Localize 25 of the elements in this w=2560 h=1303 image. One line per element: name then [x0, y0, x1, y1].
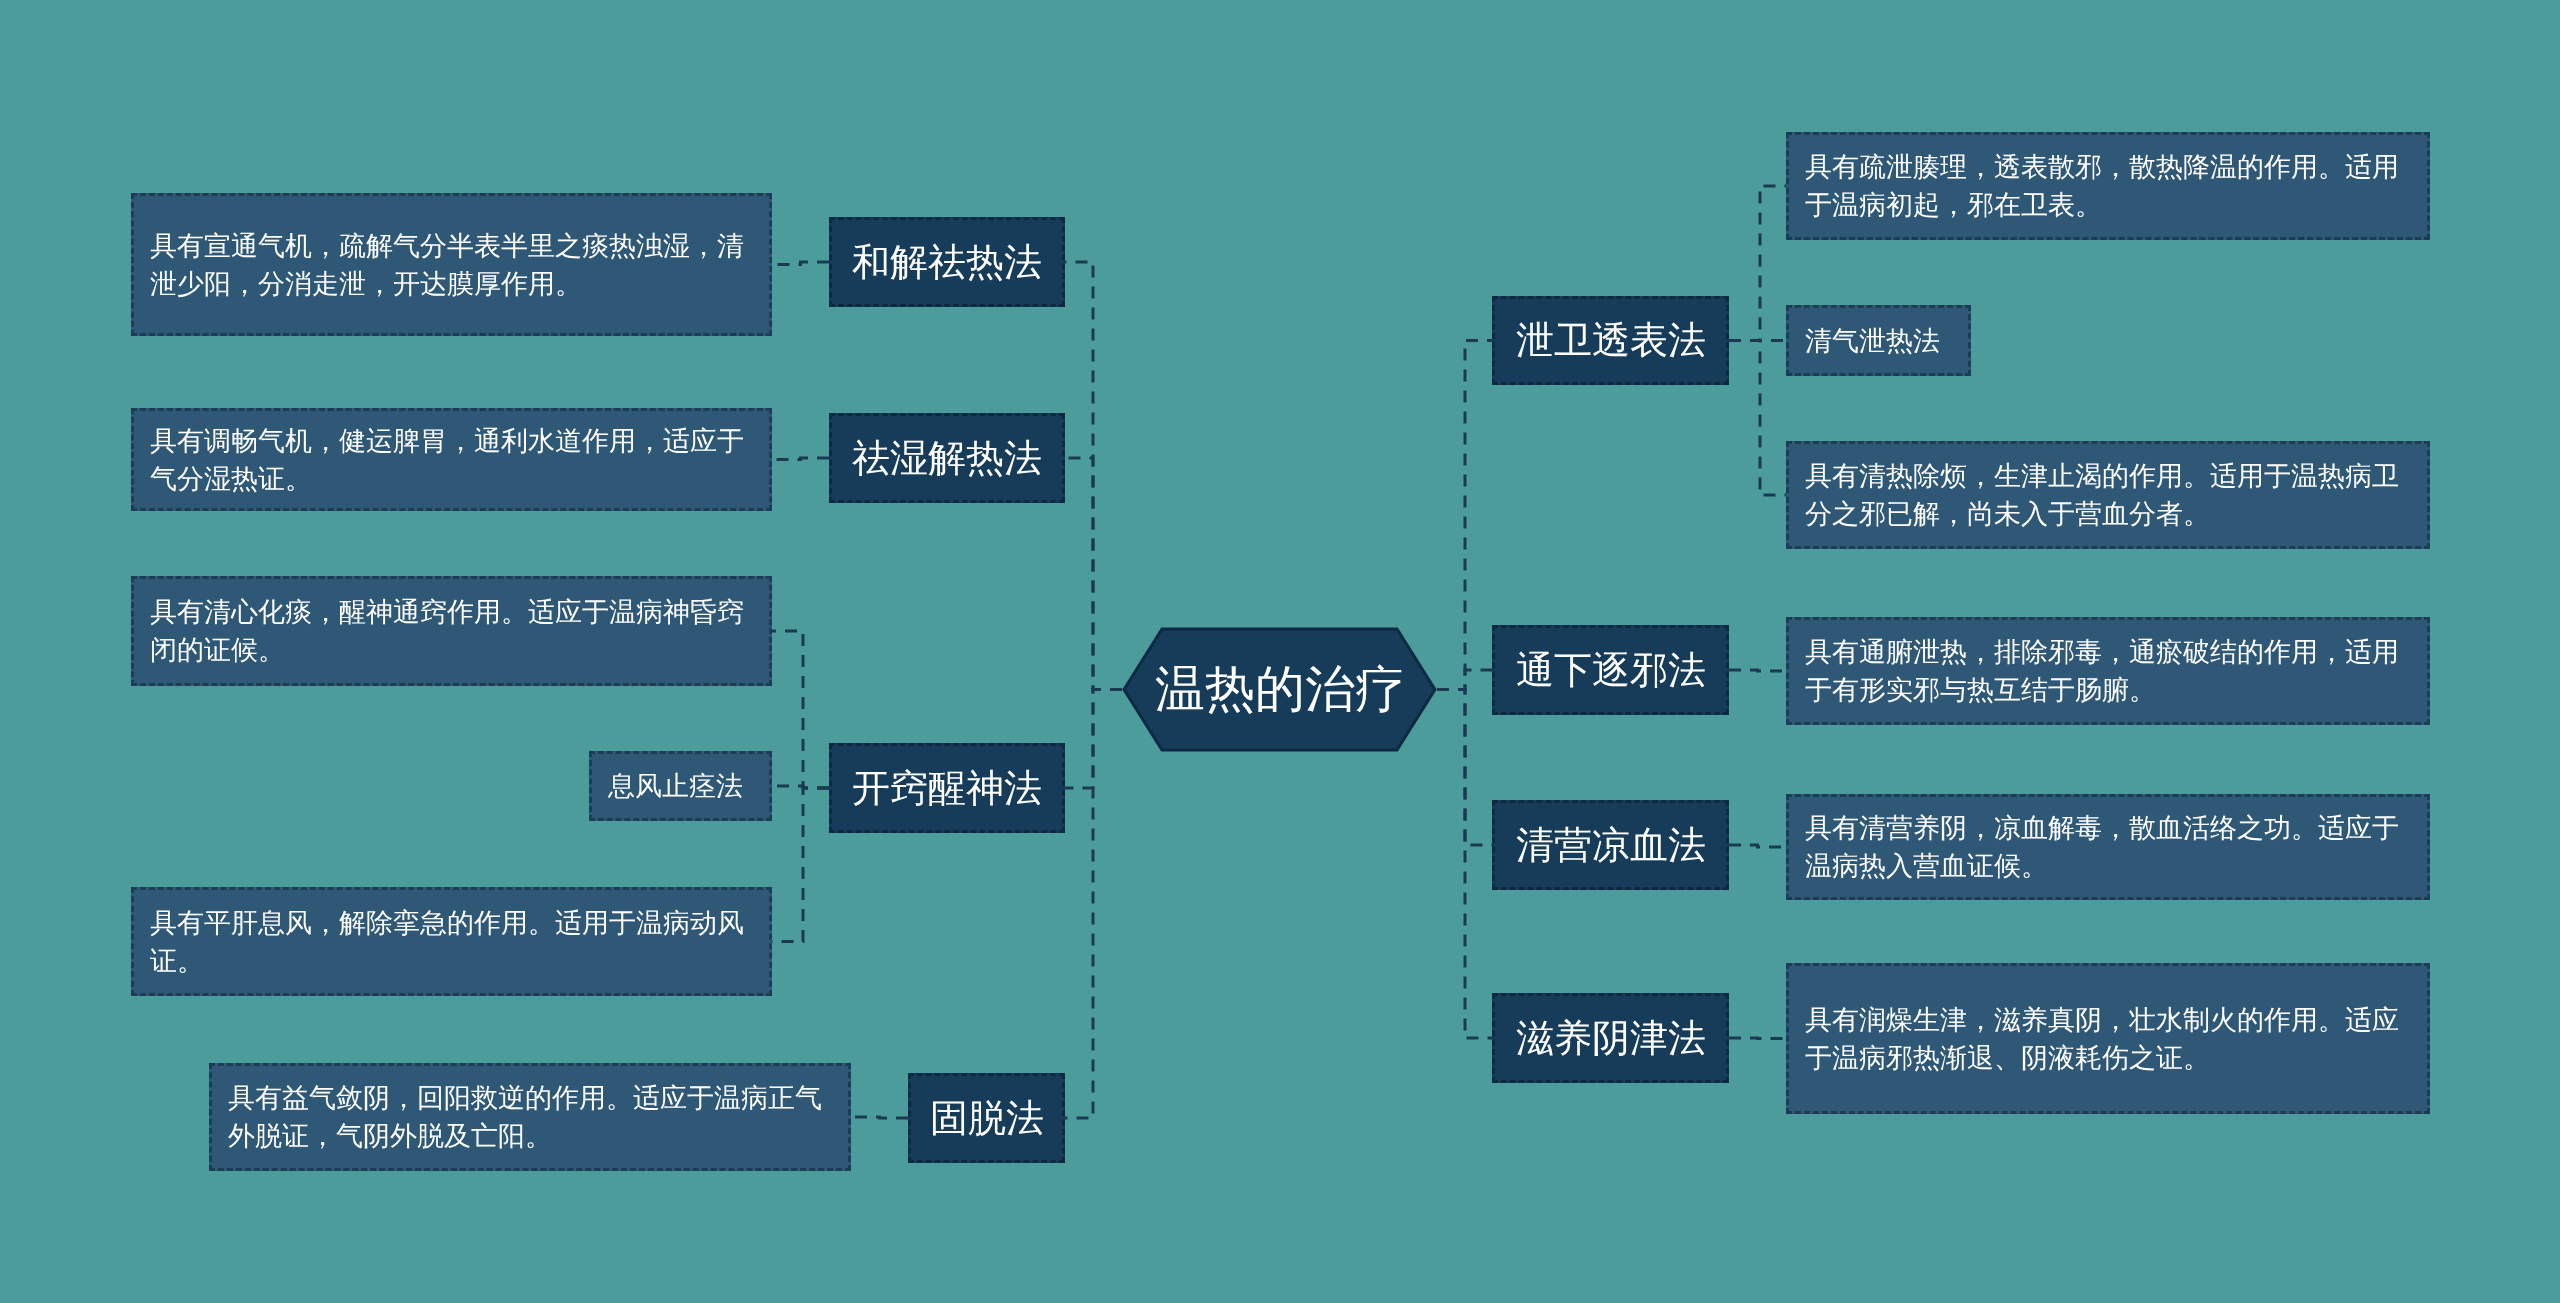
branch-box: 清营凉血法	[1492, 800, 1729, 890]
detail-box: 具有益气敛阴，回阳救逆的作用。适应于温病正气外脱证，气阴外脱及亡阳。	[209, 1063, 851, 1171]
connector-line	[1437, 688, 1492, 1040]
connector-line	[1065, 688, 1122, 1120]
central-topic: 温热的治疗	[1122, 627, 1437, 752]
branch-box: 开窍醒神法	[829, 743, 1065, 833]
branch-box: 滋养阴津法	[1492, 993, 1729, 1083]
detail-box: 清气泄热法	[1786, 305, 1971, 376]
detail-box: 具有清热除烦，生津止渴的作用。适用于温热病卫分之邪已解，尚未入于营血分者。	[1786, 441, 2430, 549]
detail-box: 具有清营养阴，凉血解毒，散血活络之功。适应于温病热入营血证候。	[1786, 794, 2430, 900]
branch-box: 通下逐邪法	[1492, 625, 1729, 715]
detail-box: 具有平肝息风，解除挛急的作用。适用于温病动风证。	[131, 887, 772, 996]
detail-box: 具有通腑泄热，排除邪毒，通瘀破结的作用，适用于有形实邪与热互结于肠腑。	[1786, 617, 2430, 725]
branch-box: 祛湿解热法	[829, 413, 1065, 503]
detail-box: 息风止痉法	[589, 751, 772, 821]
connector-line	[1729, 1036, 1786, 1040]
detail-box: 具有润燥生津，滋养真阴，壮水制火的作用。适应于温病邪热渐退、阴液耗伤之证。	[1786, 963, 2430, 1114]
branch-box: 固脱法	[908, 1073, 1065, 1163]
detail-box: 具有调畅气机，健运脾胃，通利水道作用，适应于气分湿热证。	[131, 408, 772, 511]
detail-box: 具有清心化痰，醒神通窍作用。适应于温病神昏窍闭的证候。	[131, 576, 772, 686]
branch-box: 泄卫透表法	[1492, 296, 1729, 385]
connector-line	[1729, 339, 1786, 497]
branch-box: 和解祛热法	[829, 217, 1065, 307]
detail-box: 具有宣通气机，疏解气分半表半里之痰热浊湿，清泄少阳，分消走泄，开达膜厚作用。	[131, 193, 772, 336]
detail-box: 具有疏泄腠理，透表散邪，散热降温的作用。适用于温病初起，邪在卫表。	[1786, 132, 2430, 240]
